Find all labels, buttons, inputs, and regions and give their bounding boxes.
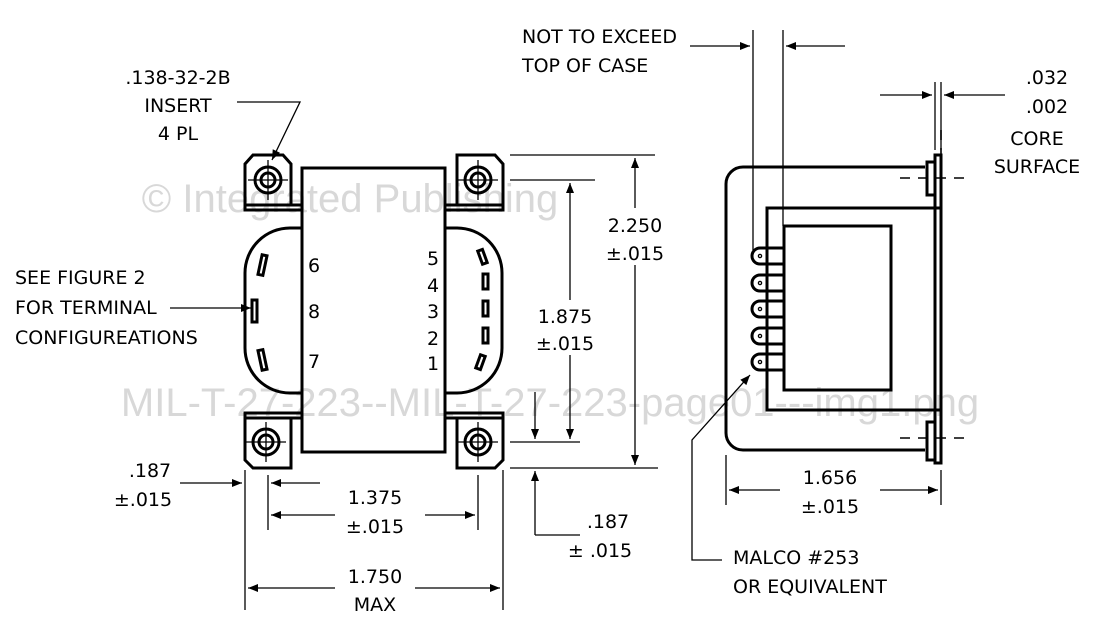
dim-1656-tol: ±.015: [801, 496, 859, 518]
dim-032: .032: [1026, 67, 1068, 89]
terminal-5: 5: [427, 248, 439, 270]
figure-note-3: CONFIGUREATIONS: [15, 327, 198, 349]
terminal-1: 1: [427, 353, 439, 375]
dim-187-h-tol: ±.015: [114, 489, 172, 511]
figure-callout: SEE FIGURE 2 FOR TERMINAL CONFIGUREATION…: [15, 267, 251, 349]
terminal-slots: [250, 247, 490, 372]
core-body: [300, 166, 447, 454]
left-coil-end: [243, 226, 302, 395]
insert-spec: .138-32-2B: [125, 67, 230, 89]
terminal-3: 3: [427, 301, 439, 323]
terminal-lugs: [750, 246, 783, 372]
dim-2250-tol: ±.015: [606, 243, 664, 265]
watermark-line-1: © Integrated Publishing: [142, 177, 558, 221]
right-coil-end: [445, 226, 504, 395]
coil: [782, 224, 893, 392]
terminal-6: 6: [308, 255, 320, 277]
dim-187-v: .187: [587, 511, 629, 533]
terminal-4: 4: [427, 275, 439, 297]
terminal-2: 2: [427, 328, 439, 350]
dim-1875-tol: ±.015: [536, 333, 594, 355]
surface-label: SURFACE: [994, 156, 1080, 178]
dim-1750-max: MAX: [354, 594, 396, 616]
core-plate: [933, 153, 943, 465]
front-view: 6 8 7 5 4 3 2 1: [243, 153, 505, 470]
terminal-8: 8: [308, 301, 320, 323]
dim-1750: 1.750: [348, 566, 402, 588]
terminal-note-1: MALCO #253: [733, 547, 859, 569]
horizontal-dimensions: .187 ±.015 1.375 ±.015 1.750 MAX: [114, 460, 504, 616]
insert-qty: 4 PL: [158, 123, 199, 145]
figure-note-1: SEE FIGURE 2: [15, 267, 146, 289]
dim-187-v-tol: ± .015: [568, 540, 632, 562]
insert-callout: .138-32-2B INSERT 4 PL: [125, 67, 302, 161]
dim-1375: 1.375: [348, 487, 402, 509]
dim-002: .002: [1026, 96, 1068, 118]
terminal-note-2: OR EQUIVALENT: [733, 576, 887, 598]
dim-187-h: .187: [129, 460, 171, 482]
top-note-2: TOP OF CASE: [521, 55, 648, 77]
dim-1875: 1.875: [538, 306, 592, 328]
dim-2250: 2.250: [608, 215, 662, 237]
figure-note-2: FOR TERMINAL: [15, 297, 157, 319]
insert-label: INSERT: [144, 95, 212, 117]
core-label: CORE: [1010, 128, 1063, 150]
mounting-brackets: [243, 153, 505, 470]
dim-1375-tol: ±.015: [346, 516, 404, 538]
dim-1656: 1.656: [803, 467, 857, 489]
terminal-7: 7: [308, 351, 320, 373]
side-view: NOT TO EXCEED TOP OF CASE .032 .002 CORE…: [521, 26, 1080, 598]
top-note-1: NOT TO EXCEED: [522, 26, 677, 48]
vertical-dimensions: 2.250 ±.015 1.875 ±.015 .187 ± .015: [510, 154, 664, 562]
